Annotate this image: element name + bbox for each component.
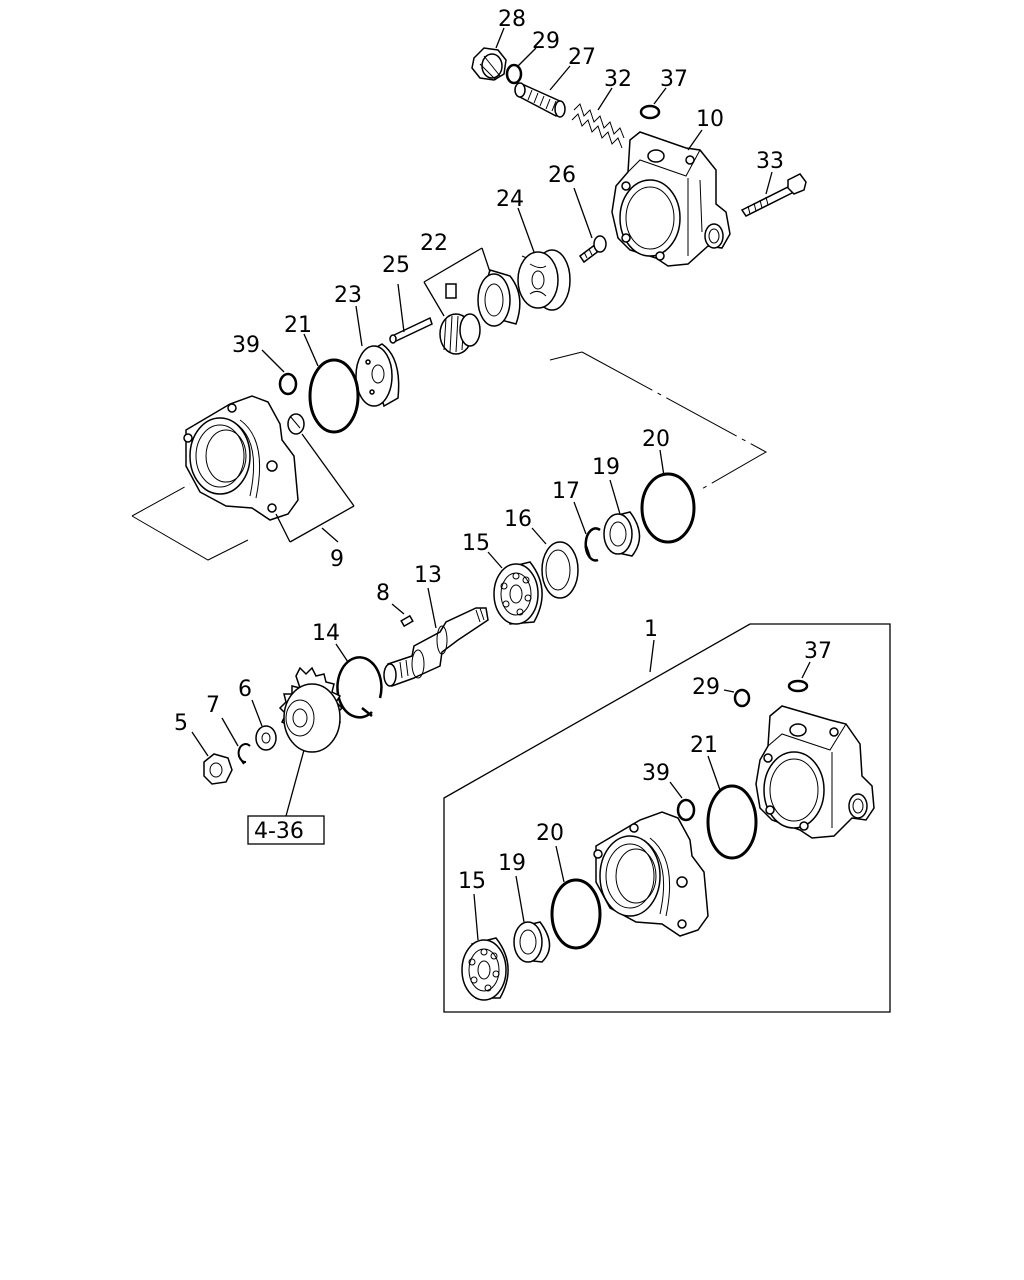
- callout-39: 39: [232, 333, 260, 358]
- kit-part-19-bearing: [513, 921, 551, 963]
- callout-kit-29: 29: [692, 675, 720, 700]
- part-29-o-ring: [505, 63, 523, 85]
- kit-part-21-o-ring: [706, 784, 758, 860]
- part-7-lock-washer: [237, 743, 251, 765]
- callout-17: 17: [552, 479, 580, 504]
- callout-33: 33: [756, 149, 784, 174]
- kit-part-15-ball-bearing: [461, 937, 509, 1001]
- part-10-pump-housing: [611, 131, 731, 267]
- callout-5: 5: [174, 711, 188, 736]
- reference-label: 4-36: [254, 819, 304, 844]
- callout-8: 8: [376, 581, 390, 606]
- part-22-cam-ring: [445, 269, 521, 327]
- callout-10: 10: [696, 107, 724, 132]
- part-25-pin: [389, 316, 433, 344]
- part-32-spring: [571, 103, 625, 149]
- part-37-o-ring: [639, 104, 661, 120]
- part-19-bearing: [603, 511, 641, 557]
- callout-13: 13: [414, 563, 442, 588]
- kit-part-29-o-ring: [733, 688, 751, 708]
- callout-22: 22: [420, 231, 448, 256]
- callout-32: 32: [604, 67, 632, 92]
- part-6-washer: [255, 725, 277, 751]
- callout-kit-19: 19: [498, 851, 526, 876]
- part-13-shaft: [383, 607, 489, 688]
- callout-24: 24: [496, 187, 524, 212]
- callout-7: 7: [206, 693, 220, 718]
- part-26-screw: [578, 235, 607, 264]
- callout-9: 9: [330, 547, 344, 572]
- callout-15: 15: [462, 531, 490, 556]
- part-gear: [278, 666, 344, 753]
- part-9-front-body: [183, 395, 305, 521]
- part-15-ball-bearing: [493, 561, 543, 625]
- part-16-washer: [541, 541, 579, 599]
- part-rotor: [439, 313, 481, 355]
- part-39-o-ring: [278, 372, 298, 396]
- callout-6: 6: [238, 677, 252, 702]
- callout-37: 37: [660, 67, 688, 92]
- reference-box: [247, 815, 325, 845]
- callout-20: 20: [642, 427, 670, 452]
- part-23-side-plate: [355, 343, 400, 408]
- part-24-pressure-plate: [517, 249, 571, 311]
- callout-28: 28: [498, 7, 526, 32]
- callout-21: 21: [284, 313, 312, 338]
- part-20-o-ring: [640, 472, 696, 544]
- part-33-bolt: [740, 173, 807, 217]
- part-27-valve-spool: [514, 82, 566, 118]
- kit-pump-housing: [755, 705, 875, 839]
- kit-1-frame: [443, 623, 891, 1013]
- part-28-plug: [471, 47, 507, 81]
- callout-29: 29: [532, 29, 560, 54]
- kit-part-39-o-ring: [676, 798, 696, 822]
- callout-kit-21: 21: [690, 733, 718, 758]
- callout-25: 25: [382, 253, 410, 278]
- kit-part-20-o-ring: [550, 878, 602, 950]
- callout-26: 26: [548, 163, 576, 188]
- part-21-o-ring: [308, 358, 360, 434]
- callout-kit-1: 1: [644, 617, 658, 642]
- part-14-snap-ring: [336, 656, 383, 719]
- part-17-snap-ring: [584, 527, 601, 562]
- callout-14: 14: [312, 621, 340, 646]
- callout-kit-15: 15: [458, 869, 486, 894]
- callout-23: 23: [334, 283, 362, 308]
- callout-kit-20: 20: [536, 821, 564, 846]
- part-8-key: [400, 614, 414, 628]
- callout-16: 16: [504, 507, 532, 532]
- callout-27: 27: [568, 45, 596, 70]
- kit-front-body: [593, 811, 709, 937]
- part-5-nut: [203, 753, 233, 785]
- callout-kit-39: 39: [642, 761, 670, 786]
- kit-part-37-o-ring: [787, 679, 809, 693]
- callout-kit-37: 37: [804, 639, 832, 664]
- callout-19: 19: [592, 455, 620, 480]
